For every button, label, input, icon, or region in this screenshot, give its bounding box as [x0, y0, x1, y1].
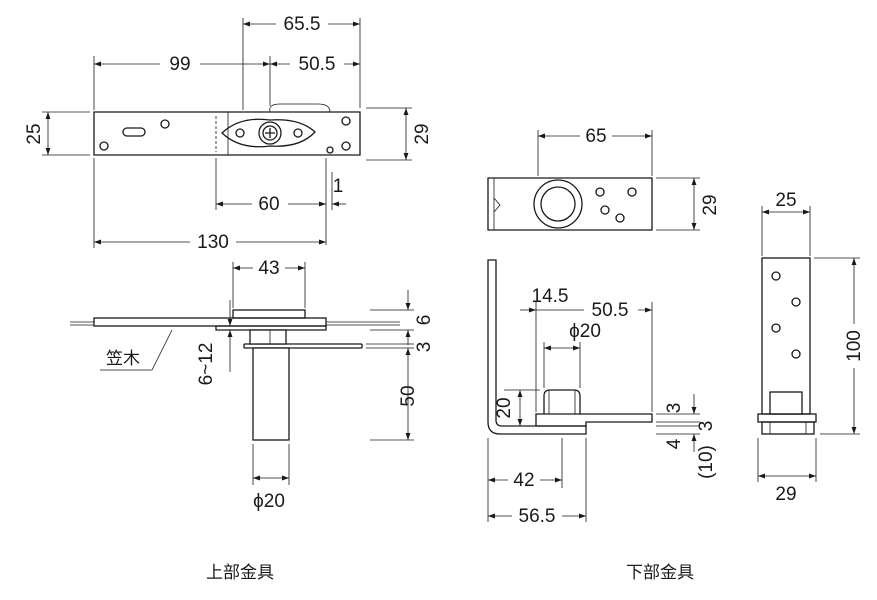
dim-29a: 29 — [700, 194, 721, 215]
upper-top-view — [93, 103, 361, 156]
dim-29b: 29 — [775, 484, 796, 505]
dim-6-12: 6~12 — [196, 343, 217, 386]
caption-lower: 下部金具 — [626, 563, 694, 583]
dim-1: 1 — [333, 176, 344, 197]
dim-99: 99 — [169, 54, 190, 75]
dim-10: (10) — [696, 445, 717, 479]
upper-side-view — [70, 309, 400, 441]
lower-pin — [543, 389, 581, 414]
upper-side-dimensions: 43 6 3 50 6~12 笠木 ϕ20 — [100, 258, 435, 512]
slot-hole — [122, 127, 146, 137]
pivot-boss — [221, 118, 316, 148]
dim-14-5: 14.5 — [532, 286, 569, 307]
upper-dimensions: 65.5 99 50.5 25 29 60 1 130 — [24, 12, 433, 253]
dim-phi20: ϕ20 — [253, 491, 285, 512]
lower-top-view — [487, 177, 653, 231]
lower-front-dimensions: 25 100 29 — [757, 190, 865, 505]
dim-43: 43 — [258, 258, 279, 279]
dim-3a: 3 — [664, 403, 685, 414]
lower-top-plate — [487, 177, 653, 231]
dim-25b: 25 — [775, 190, 796, 211]
dim-100: 100 — [844, 330, 865, 362]
lower-side-view — [487, 259, 653, 435]
dim-42: 42 — [513, 470, 534, 491]
dim-6: 6 — [414, 315, 435, 326]
dim-25: 25 — [24, 123, 45, 144]
pivot-pin — [252, 347, 290, 441]
dim-3b: 3 — [696, 421, 717, 432]
dim-65-5: 65.5 — [284, 14, 321, 35]
lower-front-view — [757, 257, 817, 435]
screw-icon — [258, 121, 282, 145]
dim-50-5: 50.5 — [299, 54, 336, 75]
lower-top-dimensions: 65 29 — [537, 126, 721, 231]
dim-50-5b: 50.5 — [592, 300, 629, 321]
upper-side-plate — [93, 317, 327, 327]
dim-50: 50 — [398, 385, 419, 406]
dim-60: 60 — [258, 194, 279, 215]
dim-3: 3 — [414, 342, 435, 353]
dim-130: 130 — [197, 232, 229, 253]
dim-20: 20 — [494, 397, 515, 418]
label-kasagi: 笠木 — [106, 349, 140, 369]
lower-front-plate — [761, 257, 811, 415]
lower-side-dimensions: 14.5 50.5 ϕ20 20 3 3 4 (10) 42 56.5 — [487, 286, 717, 527]
dim-4: 4 — [664, 438, 685, 449]
dim-phi20b: ϕ20 — [569, 321, 601, 342]
dim-56-5: 56.5 — [519, 506, 556, 527]
caption-upper: 上部金具 — [206, 563, 274, 583]
upper-plate — [93, 111, 361, 156]
dim-65: 65 — [585, 126, 606, 147]
dim-29: 29 — [412, 123, 433, 144]
boss-outer — [533, 179, 583, 229]
